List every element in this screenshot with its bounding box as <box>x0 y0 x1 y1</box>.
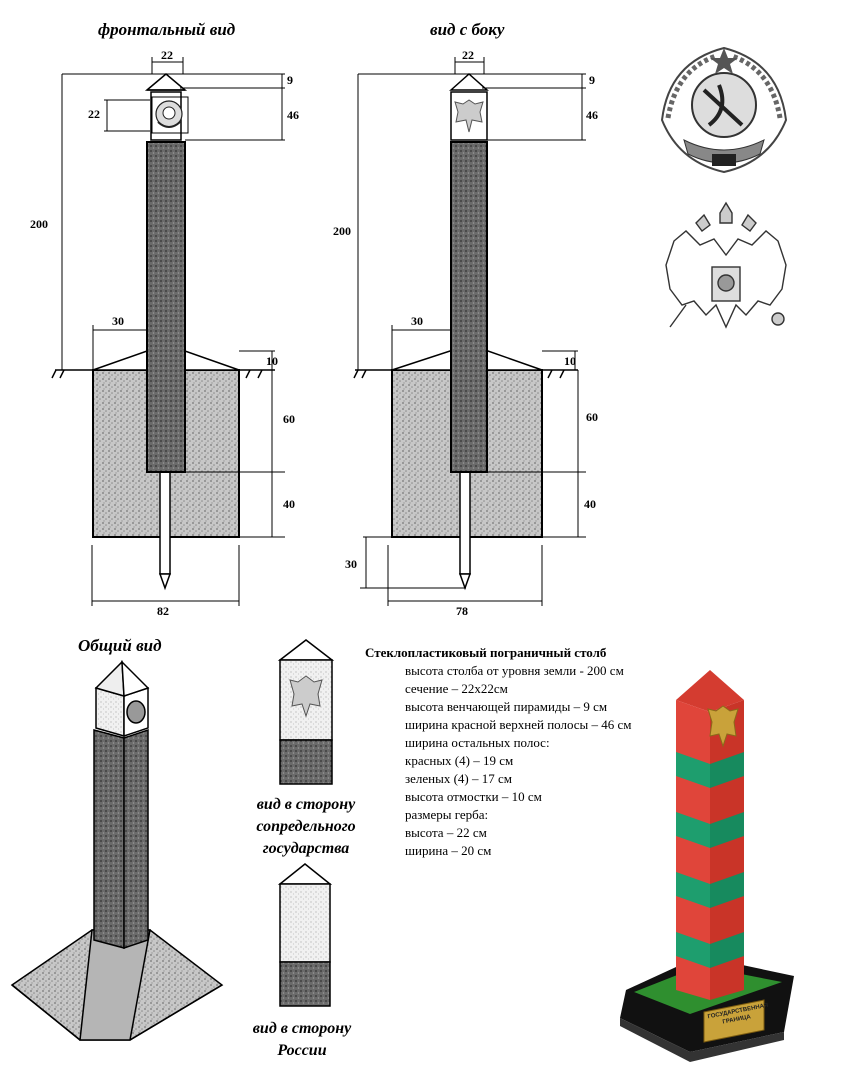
neighbor-caption-line-3: государства <box>262 840 350 857</box>
front-dim-footing-rise: 10 <box>266 354 278 368</box>
spec-block: Стеклопластиковый пограничный столб высо… <box>365 644 675 860</box>
spec-line: сечение – 22х22см <box>405 681 508 696</box>
front-dim-base-offset: 30 <box>112 314 124 328</box>
front-dim-total-height: 200 <box>30 217 48 231</box>
side-dim-base-width: 78 <box>456 604 468 618</box>
side-dim-pyramid: 9 <box>589 73 595 87</box>
border-post-model <box>620 670 794 1062</box>
front-view-title: фронтальный вид <box>98 20 236 39</box>
side-dim-depth-upper: 60 <box>586 410 598 424</box>
side-eagle-icon <box>454 99 484 133</box>
spec-line: высота столба от уровня земли - 200 см <box>405 663 624 678</box>
side-anchor-pin <box>459 471 471 575</box>
spec-line: красных (4) – 19 см <box>405 753 514 768</box>
neighbor-caption-line-1: вид в сторону <box>256 796 356 813</box>
general-view-title: Общий вид <box>78 636 162 655</box>
front-dim-pyramid: 9 <box>287 73 293 87</box>
side-dim-footing-rise: 10 <box>564 354 576 368</box>
side-dim-top-width: 22 <box>462 48 474 62</box>
russia-side-view <box>277 863 333 1007</box>
spec-line: высота венчающей пирамиды – 9 см <box>405 699 608 714</box>
side-dim-total-height: 200 <box>333 224 351 238</box>
side-dim-depth-lower: 40 <box>584 497 596 511</box>
front-dim-depth-upper: 60 <box>283 412 295 426</box>
side-dim-base-offset: 30 <box>411 314 423 328</box>
neighbor-view-caption: вид в сторону сопредельного государства <box>236 794 376 860</box>
front-dim-red-band: 46 <box>287 108 299 122</box>
front-pyramid-top <box>144 73 188 91</box>
ussr-emblem-icon <box>660 46 788 174</box>
russia-view-caption: вид в сторону России <box>232 1018 372 1062</box>
side-dim-red-band: 46 <box>586 108 598 122</box>
russia-caption-line-2: России <box>277 1042 327 1059</box>
front-emblem-icon <box>155 100 183 128</box>
front-dim-depth-lower: 40 <box>283 497 295 511</box>
general-view-post <box>10 660 224 1041</box>
side-pyramid-top <box>449 72 489 91</box>
spec-line: ширина – 20 см <box>405 843 492 858</box>
spec-line: высота отмостки – 10 см <box>405 789 542 804</box>
model-green-bands <box>676 752 744 968</box>
front-dim-top-width: 22 <box>161 48 173 62</box>
neighbor-caption-line-2: сопредельного <box>256 818 356 835</box>
front-post-shaft <box>146 141 186 473</box>
front-dim-base-width: 82 <box>157 604 169 618</box>
spec-line: ширина красной верхней полосы – 46 см <box>405 717 632 732</box>
spec-line: зеленых (4) – 17 см <box>405 771 513 786</box>
front-anchor-pin <box>159 471 171 575</box>
russia-eagle-icon <box>665 201 787 329</box>
side-dim-pin-depth: 30 <box>345 557 357 571</box>
side-view-title: вид с боку <box>430 20 505 39</box>
spec-line: высота – 22 см <box>405 825 487 840</box>
spec-line: размеры герба: <box>405 807 489 822</box>
front-dim-emblem-height: 22 <box>88 107 100 121</box>
model-gold-eagle-icon <box>707 705 739 748</box>
spec-heading: Стеклопластиковый пограничный столб <box>365 645 607 660</box>
spec-line: ширина остальных полос: <box>405 735 550 750</box>
neighbor-side-view <box>277 639 335 785</box>
russia-caption-line-1: вид в сторону <box>252 1020 352 1037</box>
side-post-shaft <box>450 141 488 473</box>
